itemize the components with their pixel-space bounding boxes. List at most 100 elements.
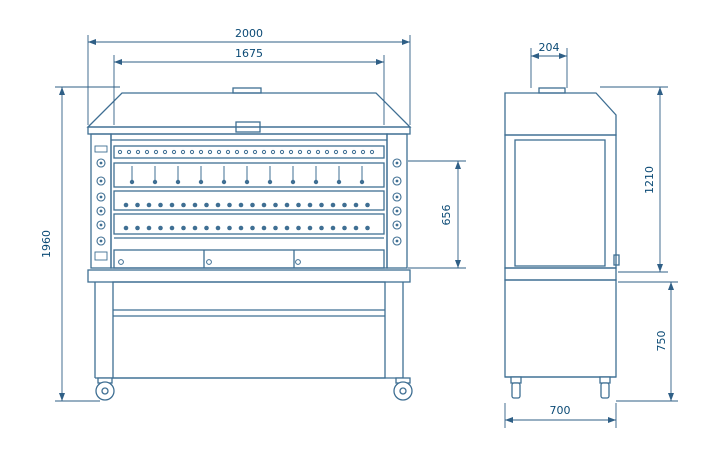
burner-hole	[126, 149, 132, 155]
burner-hole	[369, 149, 375, 155]
control-knob-center	[395, 161, 399, 165]
side-cabinet	[504, 134, 617, 269]
control-knob-center	[99, 179, 103, 183]
side-caster-front-mount	[510, 376, 522, 384]
side-caster-front-wheel	[511, 382, 521, 399]
spit-end	[296, 202, 301, 208]
side-handle	[613, 254, 620, 266]
dimension-lines	[55, 35, 678, 428]
spit-end	[319, 202, 324, 208]
spit-end	[284, 225, 290, 231]
side-hood	[504, 92, 617, 136]
spit-end	[365, 202, 370, 208]
spit-end	[192, 225, 198, 231]
drip-tray-handle	[206, 259, 212, 265]
drip-tray-handle	[118, 259, 124, 265]
spit-end	[215, 225, 221, 231]
dim-inner-width: 1675	[235, 47, 263, 60]
side-casters	[510, 376, 611, 399]
spit-end	[250, 202, 255, 208]
spit-knob	[359, 179, 365, 185]
spit-end	[169, 225, 175, 231]
dim-overall-height: 1960	[40, 230, 53, 258]
spit-end	[307, 225, 313, 231]
control-knob-center	[395, 223, 399, 227]
dim-upper-height: 1210	[643, 166, 656, 194]
burner-hole	[306, 149, 312, 155]
spit-end	[227, 225, 232, 231]
burner-hole	[216, 149, 222, 155]
dimension-arrows	[59, 39, 674, 423]
spit-knob	[221, 179, 227, 185]
caster-hub-left	[101, 387, 109, 395]
spit-end	[215, 202, 221, 208]
spit-end	[123, 202, 129, 208]
side-glass-panel	[514, 139, 606, 267]
spit-end	[181, 202, 186, 208]
spit-end	[146, 202, 152, 208]
front-hood-vent	[232, 87, 262, 94]
burner-hole	[171, 149, 177, 155]
spit-shelf-3	[113, 213, 385, 235]
burner-hole	[252, 149, 258, 155]
spit-end	[307, 202, 313, 208]
spit-end	[330, 202, 336, 208]
power-switch	[94, 251, 108, 261]
control-knob-center	[395, 179, 399, 183]
burner-hole	[153, 149, 159, 155]
burner-hole	[180, 149, 186, 155]
spit-end	[123, 225, 129, 231]
spit-end	[342, 202, 347, 208]
panel-plate-left	[94, 145, 108, 153]
dim-base-height: 750	[655, 331, 668, 352]
burner-hole	[270, 149, 276, 155]
spit-end	[204, 225, 209, 231]
burner-hole	[243, 149, 249, 155]
spit-end	[158, 225, 163, 231]
drip-tray-handle	[295, 259, 301, 265]
spit-shelf-1	[113, 162, 385, 188]
front-view	[86, 87, 412, 379]
spit-end	[353, 202, 359, 208]
burner-hole	[351, 149, 357, 155]
front-details	[94, 145, 402, 265]
burner-hole	[261, 149, 267, 155]
burner-hole	[135, 149, 141, 155]
spit-end	[192, 202, 198, 208]
burner-hole	[162, 149, 168, 155]
spit-end	[238, 202, 244, 208]
burner-hole	[288, 149, 294, 155]
side-base-top	[504, 267, 617, 281]
spit-end	[296, 225, 301, 231]
control-knob-center	[99, 223, 103, 227]
burner-hole	[279, 149, 285, 155]
burner-hole	[324, 149, 330, 155]
burner-hole	[198, 149, 204, 155]
front-hood-band	[87, 126, 411, 135]
spit-end	[273, 225, 278, 231]
side-view	[504, 87, 620, 378]
side-caster-rear-mount	[599, 376, 611, 384]
spit-end	[330, 225, 336, 231]
control-knob-center	[395, 239, 399, 243]
spit-end	[169, 202, 175, 208]
drip-tray	[113, 249, 385, 269]
spit-end	[353, 225, 359, 231]
control-knob-center	[99, 161, 103, 165]
control-knob-center	[395, 195, 399, 199]
spit-knob	[198, 179, 204, 185]
burner-hole	[342, 149, 348, 155]
burner-hole	[234, 149, 240, 155]
burner-hole	[144, 149, 150, 155]
display-panel	[235, 121, 261, 133]
spit-end	[319, 225, 324, 231]
dim-depth: 700	[550, 404, 571, 417]
caster-hub-right	[399, 387, 407, 395]
spit-knob	[129, 179, 135, 185]
spit-knob	[267, 179, 273, 185]
front-base-top	[87, 269, 411, 283]
control-knob-center	[99, 239, 103, 243]
spit-knob	[175, 179, 181, 185]
spit-knob	[336, 179, 342, 185]
